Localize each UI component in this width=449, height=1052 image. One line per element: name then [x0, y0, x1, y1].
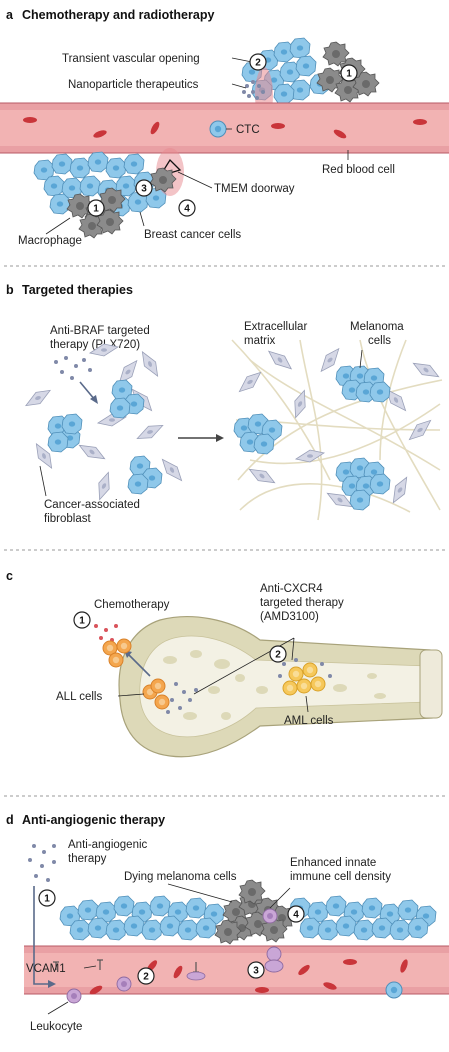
- migration-arrow-c: [127, 653, 151, 677]
- panel-a: a Chemotherapy and radiotherapy: [0, 8, 449, 247]
- number-badge-d4: 4: [287, 905, 305, 923]
- number-badge-a3: 3: [135, 179, 153, 197]
- panel-b: b Targeted therapies Anti-BRAF targeted …: [6, 283, 443, 525]
- label-enhanced-2: immune cell density: [290, 871, 391, 883]
- label-anti-angio-2: therapy: [68, 853, 107, 865]
- svg-text:4: 4: [293, 910, 299, 921]
- number-badge-a4: 4: [178, 199, 196, 217]
- number-badge-a2: 2: [249, 53, 267, 71]
- number-badge-c2: 2: [269, 645, 287, 663]
- label-enhanced-1: Enhanced innate: [290, 857, 376, 869]
- label-aml-cells: AML cells: [284, 715, 334, 727]
- label-anti-braf-2: therapy (PLX720): [50, 339, 140, 351]
- panel-b-title: Targeted therapies: [22, 283, 133, 297]
- label-cxcr4-1: Anti-CXCR4: [260, 583, 323, 595]
- adhesion-leukocyte-flat: [186, 971, 206, 981]
- label-leukocyte: Leukocyte: [30, 1021, 82, 1033]
- label-cxcr4-2: targeted therapy: [260, 597, 344, 609]
- label-cxcr4-3: (AMD3100): [260, 611, 319, 623]
- number-badge-c1: 1: [73, 611, 91, 629]
- immune-cell-tumor: [262, 908, 278, 924]
- svg-text:1: 1: [79, 616, 85, 627]
- panel-a-letter: a: [6, 8, 14, 22]
- svg-text:2: 2: [143, 972, 149, 983]
- ctc-cell: [209, 120, 227, 138]
- label-macrophage: Macrophage: [18, 235, 82, 247]
- svg-text:3: 3: [141, 184, 147, 195]
- number-badge-a1-top: 1: [340, 64, 358, 82]
- panel-a-leaders: [45, 57, 349, 235]
- number-badge-d3: 3: [247, 961, 265, 979]
- svg-text:3: 3: [253, 966, 259, 977]
- ctc-cell-d: [385, 981, 403, 999]
- label-caf-1: Cancer-associated: [44, 499, 140, 511]
- label-tmem: TMEM doorway: [214, 183, 295, 195]
- svg-text:2: 2: [255, 58, 261, 69]
- label-all-cells: ALL cells: [56, 691, 102, 703]
- svg-text:2: 2: [275, 650, 281, 661]
- panel-b-leaders: [39, 349, 363, 497]
- label-melanoma-2: cells: [368, 335, 391, 347]
- panel-c-letter: c: [6, 569, 13, 583]
- panel-a-title: Chemotherapy and radiotherapy: [22, 8, 214, 22]
- melanoma-clusters-right: [233, 365, 391, 511]
- label-dying: Dying melanoma cells: [124, 871, 237, 883]
- number-badge-a1-bottom: 1: [87, 199, 105, 217]
- label-melanoma-1: Melanoma: [350, 321, 404, 333]
- label-caf-2: fibroblast: [44, 513, 91, 525]
- ecm-fibers: [231, 339, 443, 521]
- bone-cut-end: [419, 649, 443, 719]
- panel-c: c: [6, 569, 443, 758]
- drug-dots-d: [28, 844, 56, 882]
- svg-text:1: 1: [44, 894, 50, 905]
- blood-vessel-d: [24, 945, 449, 995]
- drug-arrow-d: [33, 886, 52, 985]
- label-breast: Breast cancer cells: [144, 229, 241, 241]
- label-nanoparticles: Nanoparticle therapeutics: [68, 79, 199, 91]
- dying-melanoma-cluster: [214, 879, 296, 945]
- chemo-dots: [94, 624, 118, 642]
- label-ctc: CTC: [236, 124, 260, 136]
- label-anti-angio-1: Anti-angiogenic: [68, 839, 148, 851]
- number-badge-d2: 2: [137, 967, 155, 985]
- label-anti-braf-1: Anti-BRAF targeted: [50, 325, 150, 337]
- svg-text:4: 4: [184, 204, 190, 215]
- label-vascular-opening: Transient vascular opening: [62, 53, 200, 65]
- label-ecm-1: Extracellular: [244, 321, 307, 333]
- svg-text:1: 1: [93, 204, 99, 215]
- label-rbc: Red blood cell: [322, 164, 395, 176]
- bone-trabeculae: [155, 650, 386, 720]
- drug-arrow-b: [79, 381, 96, 401]
- panel-d-leaders: [47, 883, 291, 1015]
- panel-d-letter: d: [6, 813, 14, 827]
- drug-dots-b: [54, 356, 92, 380]
- panel-d-title: Anti-angiogenic therapy: [22, 813, 165, 827]
- label-ecm-2: matrix: [244, 335, 276, 347]
- label-chemotherapy: Chemotherapy: [94, 599, 170, 611]
- panel-b-letter: b: [6, 283, 14, 297]
- panel-d: d Anti-angiogenic therapy Anti-angiogeni…: [6, 813, 449, 1033]
- svg-text:1: 1: [346, 69, 352, 80]
- label-vcam1: VCAM1: [26, 963, 66, 975]
- number-badge-d1: 1: [38, 889, 56, 907]
- leukocytes-vessel: [66, 946, 284, 1004]
